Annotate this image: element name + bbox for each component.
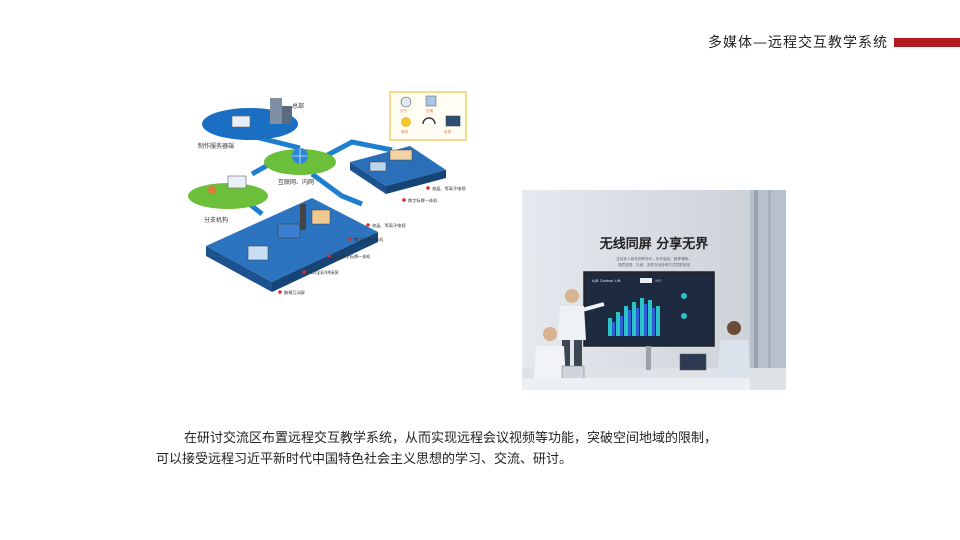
meeting-photo: 无线同屏 分享无界 支持多人即发即享协作，协作高效、畅享清晰， 随意投屏、抖音、…	[522, 190, 786, 390]
screen-title: A/B Control Lift	[592, 278, 621, 283]
photo-headline: 无线同屏 分享无界	[599, 236, 709, 252]
internet-node	[264, 148, 336, 175]
hq-label: 总部	[292, 102, 304, 110]
legend-audio: 音响	[401, 129, 409, 134]
body-paragraph-line-2: 可以接受远程习近平新时代中国特色社会主义思想的学习、交流、研讨。	[156, 452, 573, 467]
screen-tab: WiFi	[655, 279, 662, 283]
device-labels: 液晶、等离子电视 数字标牌一体机 液晶、等离子电视 数字标牌一体机 立式数字标牌…	[278, 185, 466, 296]
page-title: 多媒体—远程交互教学系统	[708, 35, 888, 51]
header-accent-bar	[894, 37, 960, 47]
device-label-7: 触摸互动屏	[284, 289, 305, 296]
photo-subline-2: 随意投屏、抖音、多屏互动多种方式同屏呈现	[618, 262, 690, 267]
device-label-6: LED全彩/拼接屏	[308, 269, 339, 276]
device-label-5: 立式数字标牌一体机	[333, 253, 372, 260]
seated-person-left	[534, 327, 566, 380]
device-label-4: 数字标牌一体机	[354, 236, 384, 243]
device-label-1: 液晶、等离子电视	[432, 185, 466, 192]
branch-label: 分支机构	[204, 216, 228, 224]
device-label-2: 数字标牌一体机	[408, 197, 438, 204]
network-diagram: 总部 制作服务器端 互联网、内网 分支机构 天气 空调 音响 电视	[188, 91, 467, 296]
internet-label: 互联网、内网	[278, 178, 314, 186]
device-label-3: 液晶、等离子电视	[372, 222, 406, 229]
legend-aircon: 空调	[426, 108, 434, 113]
room-small	[350, 146, 446, 194]
hq-node	[202, 98, 298, 140]
legend-display: 电视	[444, 129, 452, 134]
photo-subline: 支持多人即发即享协作，协作高效、畅享清晰，	[616, 256, 691, 261]
device-legend	[389, 91, 467, 141]
branch-node	[188, 175, 268, 209]
presenter	[558, 289, 605, 370]
seated-person-right	[718, 321, 750, 380]
display-screen: A/B Control Lift WiFi	[583, 271, 715, 347]
body-paragraph-line-1: 在研讨交流区布置远程交互教学系统，从而实现远程会议视频等功能，突破空间地域的限制…	[184, 431, 718, 446]
body-paragraph: 在研讨交流区布置远程交互教学系统，从而实现远程会议视频等功能，突破空间地域的限制…	[156, 428, 816, 470]
page-header: 多媒体—远程交互教学系统	[708, 31, 960, 53]
room-large	[206, 198, 378, 292]
legend-weather: 天气	[400, 108, 408, 113]
production-label: 制作服务器端	[198, 142, 234, 150]
